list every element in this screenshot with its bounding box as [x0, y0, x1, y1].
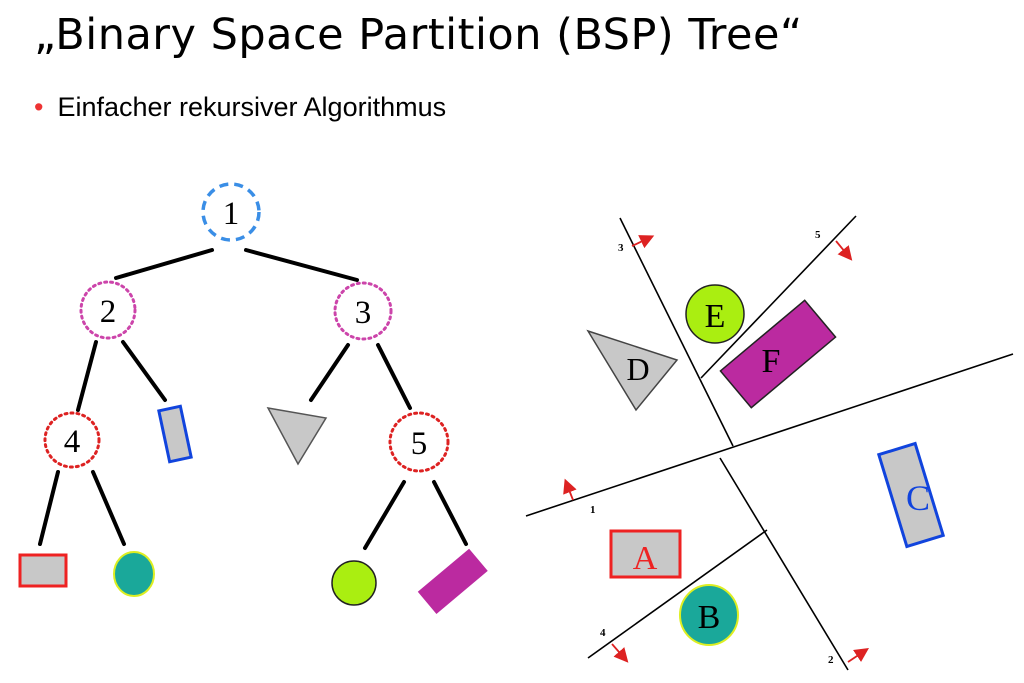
- arrow-1-icon: [563, 478, 577, 501]
- line-number-3: 3: [618, 242, 624, 254]
- partition-line-4: [587, 529, 768, 659]
- partition-line-5: [700, 215, 857, 379]
- line-number-4: 4: [600, 627, 606, 639]
- line-number-2: 2: [828, 654, 834, 666]
- object-label: D: [626, 351, 649, 387]
- partition-lines: [525, 215, 1014, 671]
- leaf-teal-circle: [113, 551, 155, 597]
- node-label: 5: [411, 426, 428, 462]
- arrow-3-icon: [631, 235, 655, 249]
- object-a: A: [609, 529, 682, 579]
- object-d: D: [586, 329, 679, 412]
- bullet-item: • Einfacher rekursiver Algorithmus: [34, 92, 446, 123]
- slide-title: „Binary Space Partition (BSP) Tree“: [34, 10, 803, 60]
- object-label: B: [698, 599, 721, 636]
- tree-node-3: 3: [333, 281, 393, 341]
- node-label: 4: [64, 424, 81, 460]
- arrow-4-icon: [611, 643, 629, 663]
- direction-arrows: [563, 235, 869, 663]
- tree-node-2: 2: [79, 280, 137, 340]
- object-label: F: [762, 343, 781, 380]
- node-label: 3: [355, 295, 372, 331]
- line-number-5: 5: [815, 229, 821, 241]
- edge-4-circle: [91, 470, 126, 546]
- edge-3-tri: [309, 343, 350, 402]
- edge-3-5: [376, 343, 412, 410]
- object-label: C: [906, 478, 930, 518]
- line-number-1: 1: [590, 504, 596, 516]
- edge-5-circle: [363, 480, 406, 550]
- partition-line-1: [525, 353, 1014, 517]
- edge-1-3: [244, 248, 359, 282]
- node-label: 2: [100, 294, 117, 330]
- object-e: E: [685, 284, 745, 344]
- object-c: C: [876, 441, 946, 549]
- leaf-magenta-rectangle: [417, 548, 488, 614]
- object-label: A: [633, 540, 658, 577]
- bsp-tree: 1 2 3 4 5: [18, 182, 488, 614]
- tree-node-1: 1: [201, 182, 261, 242]
- leaf-lime-circle: [331, 560, 377, 606]
- partition-line-3: [619, 217, 734, 447]
- arrow-5-icon: [835, 240, 853, 261]
- leaf-red-rectangle: [18, 553, 68, 588]
- edge-2-4: [76, 340, 98, 412]
- partition-line-2: [719, 457, 849, 671]
- object-b: B: [679, 584, 739, 646]
- object-f: F: [719, 299, 837, 409]
- bullet-dot-icon: •: [34, 92, 44, 122]
- leaf-triangle: [266, 406, 328, 466]
- arrow-2-icon: [847, 648, 869, 663]
- edge-5-rect: [432, 480, 468, 546]
- edge-1-2: [114, 248, 214, 280]
- leaf-blue-rectangle: [157, 404, 193, 464]
- edge-2-rect: [121, 340, 167, 402]
- bsp-partition: 1 2 3 4 5 A B C D E F: [525, 215, 1014, 671]
- edge-4-rect: [38, 470, 60, 546]
- node-label: 1: [223, 196, 240, 232]
- tree-edges: [38, 248, 468, 550]
- tree-node-4: 4: [43, 411, 101, 469]
- object-label: E: [705, 298, 726, 335]
- tree-node-5: 5: [388, 411, 450, 473]
- bullet-text: Einfacher rekursiver Algorithmus: [57, 92, 447, 122]
